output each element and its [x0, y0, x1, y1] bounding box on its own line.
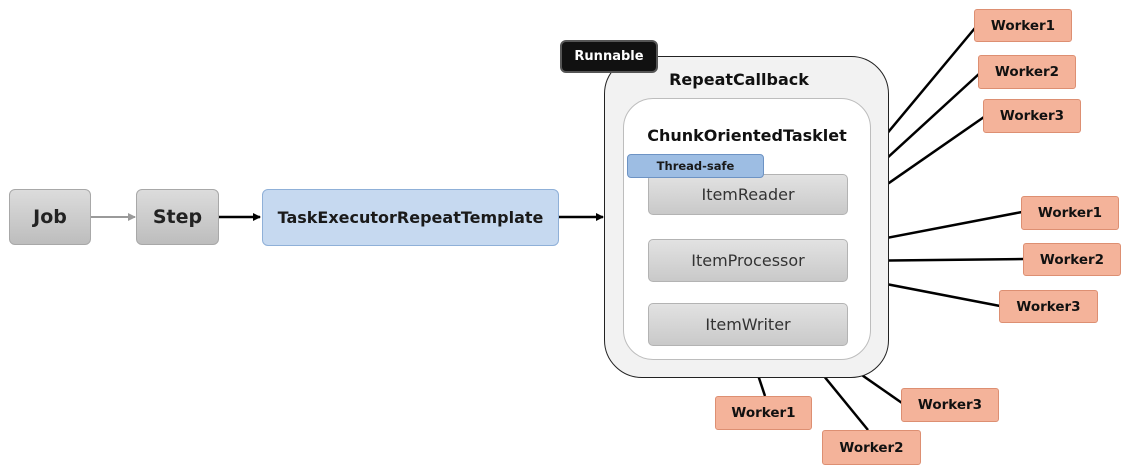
- item-writer-label: ItemWriter: [705, 315, 791, 334]
- runnable-badge: Runnable: [560, 40, 658, 73]
- worker-label: Worker2: [839, 439, 904, 456]
- item-reader-label: ItemReader: [701, 185, 795, 204]
- thread-safe-label: Thread-safe: [656, 159, 735, 173]
- worker-label: Worker3: [917, 397, 983, 413]
- step-node: Step: [136, 189, 219, 245]
- processor-worker-2: Worker2: [1023, 243, 1121, 276]
- task-executor-label: TaskExecutorRepeatTemplate: [277, 208, 544, 227]
- worker-label: Worker3: [999, 108, 1065, 124]
- processor-worker-3: Worker3: [999, 290, 1098, 323]
- worker-label: Worker1: [731, 405, 796, 421]
- runnable-label: Runnable: [574, 49, 644, 64]
- writer-worker-2: Worker2: [822, 430, 921, 465]
- item-reader-node: ItemReader: [648, 174, 848, 215]
- item-writer-node: ItemWriter: [648, 303, 848, 346]
- worker-label: Worker2: [1039, 251, 1105, 268]
- reader-worker-2: Worker2: [978, 55, 1076, 89]
- worker-label: Worker3: [1016, 298, 1081, 315]
- chunk-tasklet-label: ChunkOrientedTasklet: [647, 126, 847, 145]
- item-processor-node: ItemProcessor: [648, 239, 848, 282]
- reader-worker-1: Worker1: [974, 9, 1072, 42]
- job-node: Job: [9, 189, 91, 245]
- worker-label: Worker1: [1037, 205, 1103, 221]
- writer-worker-3: Worker3: [901, 388, 999, 422]
- job-label: Job: [33, 206, 67, 228]
- writer-worker-1: Worker1: [715, 396, 812, 430]
- worker-label: Worker1: [990, 17, 1056, 34]
- processor-worker-1: Worker1: [1021, 196, 1119, 230]
- thread-safe-badge: Thread-safe: [627, 154, 764, 178]
- worker-label: Worker2: [994, 64, 1060, 80]
- reader-worker-3: Worker3: [983, 99, 1081, 133]
- item-processor-label: ItemProcessor: [691, 251, 805, 270]
- repeat-callback-label: RepeatCallback: [669, 70, 809, 89]
- task-executor-node: TaskExecutorRepeatTemplate: [262, 189, 559, 246]
- step-label: Step: [152, 206, 203, 228]
